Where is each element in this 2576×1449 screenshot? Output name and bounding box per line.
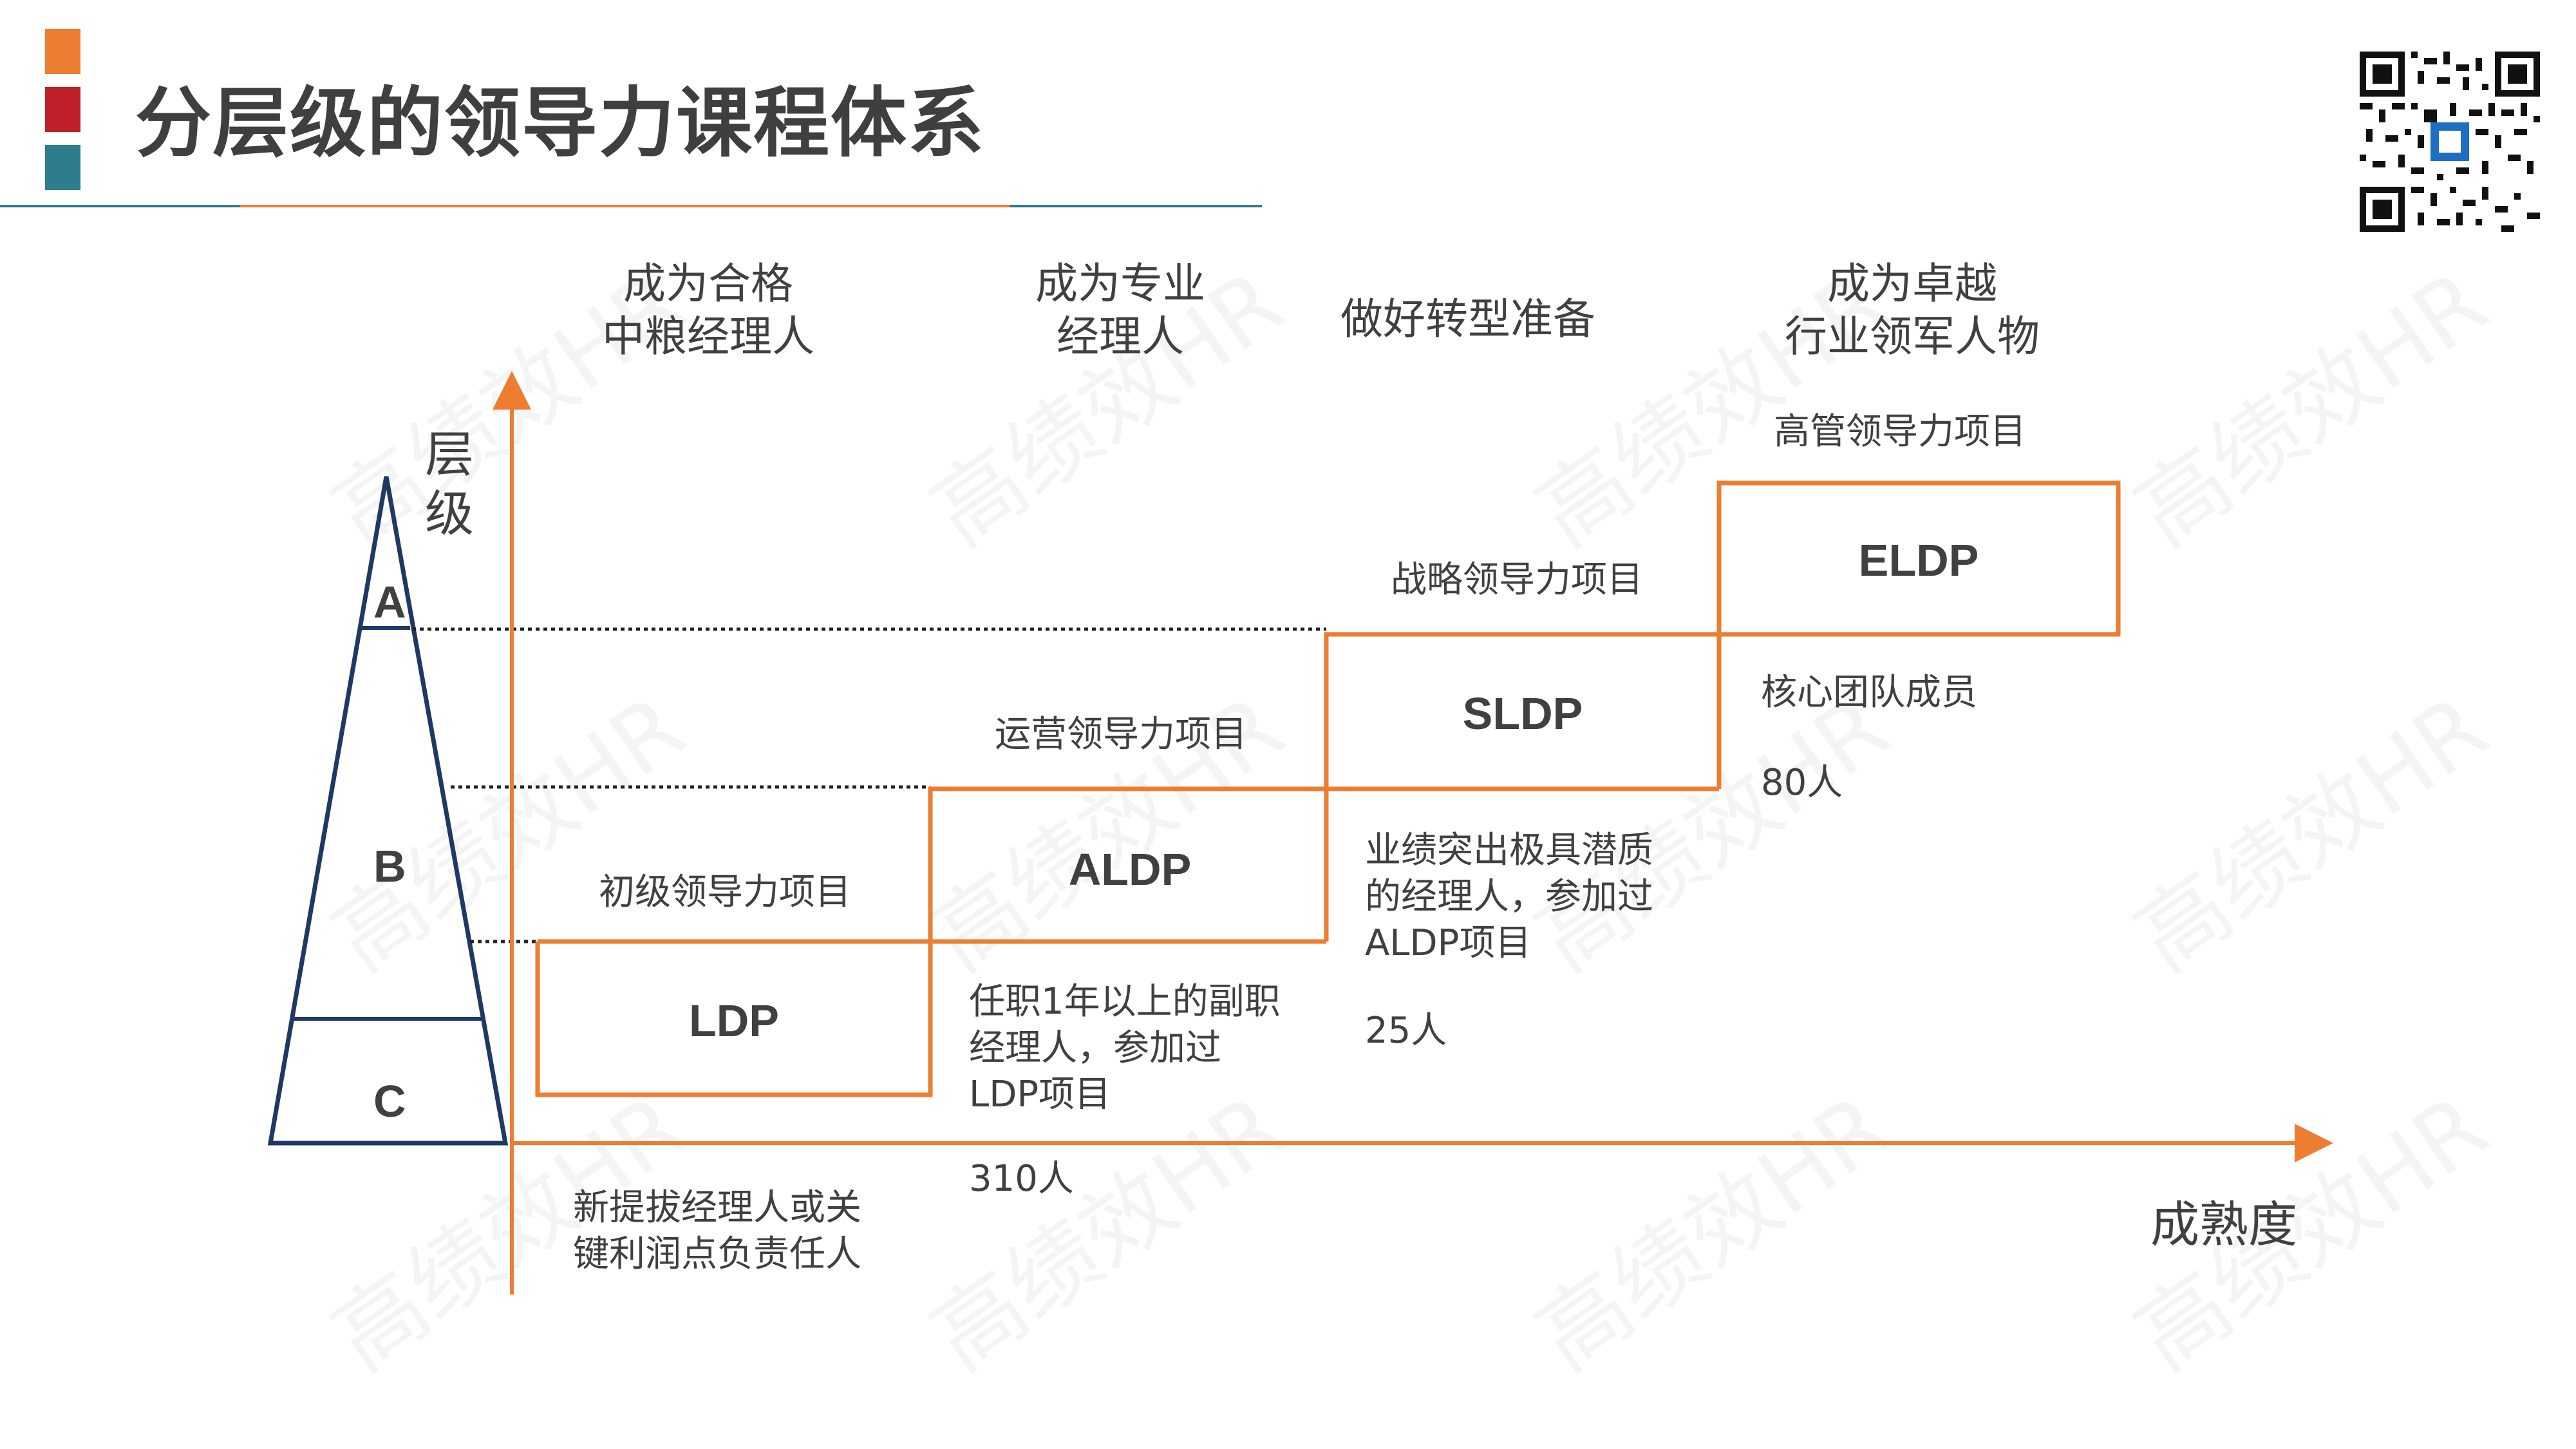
desc-line: LDP项目 [969,1074,1111,1115]
stage-code-aldp: ALDP [1068,844,1192,895]
x-axis-label: 成熟度 [2150,1196,2297,1253]
desc-line: 核心团队成员 [1761,672,1977,714]
column-header: 成为合格 中粮经理人 [579,258,837,363]
page-title: 分层级的领导力课程体系 [135,79,986,167]
stage-description-aldp: 任职1年以上的副职 经理人，参加过 LDP项目 [969,979,1281,1118]
y-axis-label-line2: 级 [425,485,474,542]
desc-line: 任职1年以上的副职 [969,981,1281,1023]
level-label-c: C [373,1076,406,1126]
stage-code-eldp: ELDP [1858,535,1979,585]
stage-description-eldp: 核心团队成员 [1761,670,1977,716]
y-axis-label: 层 级 [425,425,474,544]
desc-line: 键利润点负责任人 [573,1233,861,1275]
header-block-red [45,87,80,132]
column-header-line1: 做好转型准备 [1340,294,1595,344]
header-underline [0,205,1262,207]
qr-code-icon [2360,52,2540,232]
stage-code-ldp: LDP [689,996,779,1046]
column-header-line1: 成为卓越 [1827,259,1997,308]
column-header-line2: 经理人 [1057,312,1184,361]
header-block-teal [45,145,80,190]
column-header-line2: 行业领军人物 [1785,312,2040,361]
level-label-b: B [373,841,406,891]
stage-count-aldp: 310人 [969,1158,1074,1200]
stage-description-ldp: 新提拔经理人或关 键利润点负责任人 [573,1185,861,1278]
column-header-line1: 成为专业 [1035,259,1205,308]
staircase-line [535,480,2121,1097]
project-name-eldp: 高管领导力项目 [1774,411,2026,453]
stage-description-sldp: 业绩突出极具潜质 的经理人，参加过 ALDP项目 [1365,828,1653,967]
column-header: 成为卓越 行业领军人物 [1751,258,2073,363]
desc-line: ALDP项目 [1365,922,1532,964]
column-header: 成为专业 经理人 [992,258,1249,363]
y-axis-label-line1: 层 [425,426,474,483]
level-label-a: A [373,577,406,627]
project-name-sldp: 战略领导力项目 [1391,559,1643,601]
stage-count-sldp: 25人 [1365,1010,1447,1052]
level-pyramid [267,476,509,1146]
desc-line: 经理人，参加过 [969,1027,1221,1069]
column-header-line2: 中粮经理人 [602,312,814,361]
desc-line: 业绩突出极具潜质 [1365,829,1653,871]
column-header-line1: 成为合格 [623,259,793,308]
header-block-orange [45,29,80,74]
stage-code-sldp: SLDP [1462,688,1583,739]
project-name-aldp: 运营领导力项目 [995,714,1247,755]
desc-line: 的经理人，参加过 [1365,876,1653,918]
column-header: 做好转型准备 [1326,293,1610,346]
stage-count-eldp: 80人 [1761,762,1843,804]
desc-line: 新提拔经理人或关 [573,1187,861,1229]
project-name-ldp: 初级领导力项目 [599,871,851,913]
